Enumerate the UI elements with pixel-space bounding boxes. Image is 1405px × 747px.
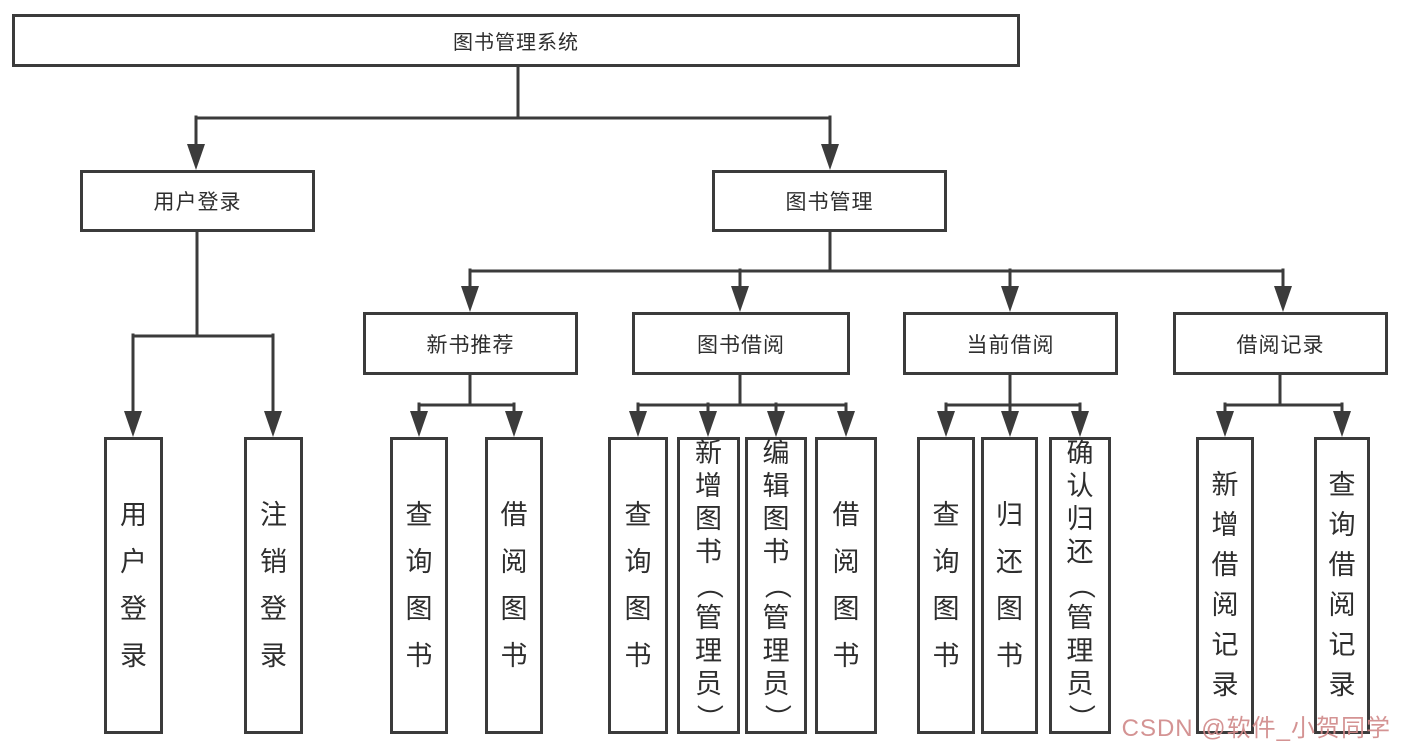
leaf-newrec-query-book: 查询图书: [390, 437, 448, 734]
leaf-user-login: 用户登录: [104, 437, 163, 734]
node-book-borrowing: 图书借阅: [632, 312, 850, 375]
watermark: CSDN @软件_小贺同学: [1121, 715, 1391, 742]
node-borrowing-records: 借阅记录: [1173, 312, 1388, 375]
node-new-book-recommend: 新书推荐: [363, 312, 578, 375]
leaf-current-query-book: 查询图书: [917, 437, 975, 734]
leaf-borrowing-add-book-admin: 新增图书（管理员）: [677, 437, 740, 734]
node-library-management-system: 图书管理系统: [12, 14, 1020, 67]
node-current-borrowing: 当前借阅: [903, 312, 1118, 375]
node-user-login: 用户登录: [80, 170, 315, 232]
leaf-current-confirm-return-admin: 确认归还（管理员）: [1049, 437, 1111, 734]
leaf-logout-login: 注销登录: [244, 437, 303, 734]
leaf-borrowing-edit-book-admin: 编辑图书（管理员）: [745, 437, 807, 734]
leaf-borrowing-query-book: 查询图书: [608, 437, 668, 734]
node-book-management: 图书管理: [712, 170, 947, 232]
leaf-current-return-book: 归还图书: [981, 437, 1038, 734]
arrowhead-group: [124, 144, 1351, 437]
leaf-borrowing-borrow-book: 借阅图书: [815, 437, 877, 734]
leaf-records-add-borrow-record: 新增借阅记录: [1196, 437, 1254, 734]
leaf-newrec-borrow-book: 借阅图书: [485, 437, 543, 734]
leaf-records-query-borrow-record: 查询借阅记录: [1314, 437, 1370, 734]
